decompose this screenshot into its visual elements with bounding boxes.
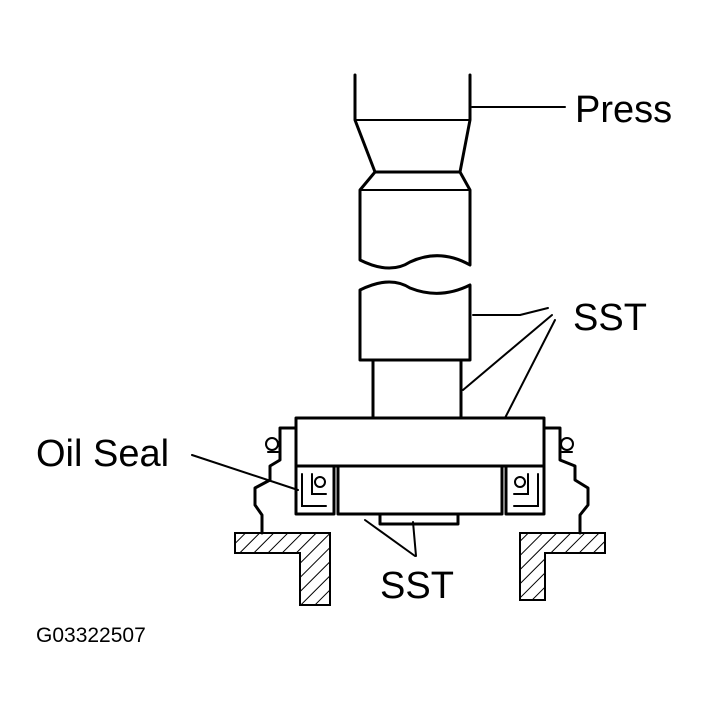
oil-seal-right [504,464,546,516]
housing-outline-right [543,426,590,535]
figure-code: G03322507 [36,624,146,647]
sst-upper-label: SST [573,297,647,339]
sst-shaft-lower [358,280,472,362]
sst-shaft-upper [358,170,472,270]
housing-base-left [234,532,331,606]
leader-sst-lower [364,519,417,557]
leader-oil-seal [191,454,299,491]
sst-plate [294,416,546,468]
leader-sst-upper [462,307,556,419]
oil-seal-label: Oil Seal [36,433,169,475]
housing-base-right [519,532,606,601]
press-label: Press [575,89,672,131]
sst-neck [371,358,463,420]
sst-lower-label: SST [380,565,454,607]
press-ram [353,73,472,174]
sst-lower-block [336,464,504,526]
housing-outline-left [253,426,298,535]
oil-seal-left [294,464,336,516]
